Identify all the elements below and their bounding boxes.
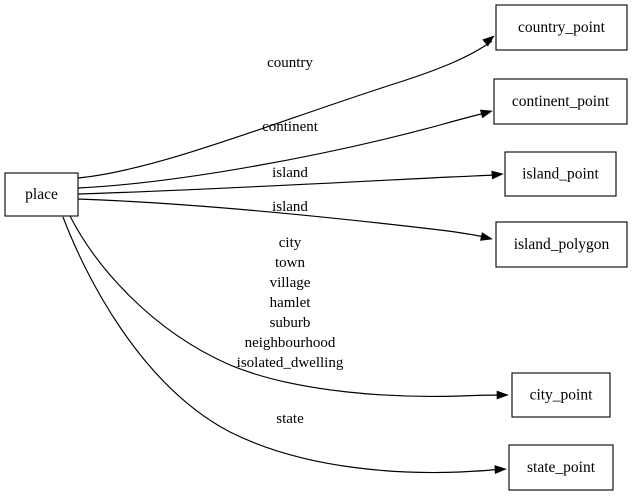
edge-label-island_polygon: island <box>272 199 308 215</box>
arrowhead-icon-country_point <box>482 35 495 47</box>
edge-label-text: village <box>270 275 311 291</box>
node-country_point-box[interactable] <box>495 4 628 51</box>
edge-place-to-state_point <box>62 216 507 475</box>
node-state_point[interactable]: state_point <box>508 444 614 491</box>
node-state_point-box[interactable] <box>508 444 614 491</box>
node-city_point[interactable]: city_point <box>511 372 611 418</box>
node-place[interactable]: place <box>4 172 79 217</box>
edge-place-to-country_point <box>77 35 495 179</box>
arrowhead-icon-island_point <box>491 170 504 180</box>
edge-label-text: city <box>279 235 302 251</box>
edge-label-island_point: island <box>272 165 308 181</box>
edge-place-to-island_polygon <box>77 198 493 241</box>
edge-label-text: isolated_dwelling <box>237 355 344 371</box>
node-state_point-label: state_point <box>527 459 596 476</box>
edge-label-text: island <box>272 165 308 181</box>
edge-label-text: hamlet <box>270 295 312 311</box>
arrowhead-icon-state_point <box>494 465 507 475</box>
edges-layer <box>62 35 509 475</box>
edge-label-continent_point: continent <box>262 119 319 135</box>
arrowhead-icon-island_polygon <box>479 232 493 241</box>
edge-label-country_point: country <box>267 55 313 71</box>
edge-labels-layer: country continent island island city town vill… <box>237 55 344 427</box>
edge-line-city_point <box>69 215 506 398</box>
edge-line-island_polygon <box>77 198 490 239</box>
node-country_point-label: country_point <box>518 19 606 36</box>
node-place-label: place <box>25 186 58 203</box>
edge-label-text: country <box>267 55 313 71</box>
node-country_point[interactable]: country_point <box>495 4 628 51</box>
arrowhead-icon-city_point <box>496 390 509 400</box>
nodes-layer: place country_point continent_point island_… <box>4 4 628 491</box>
node-city_point-box[interactable] <box>511 372 611 418</box>
edge-place-to-continent_point <box>77 109 493 189</box>
edge-line-state_point <box>62 216 503 474</box>
node-place-box[interactable] <box>4 172 79 217</box>
edge-line-continent_point <box>77 111 491 189</box>
edge-line-country_point <box>77 40 493 179</box>
edge-label-state_point: state <box>276 411 304 427</box>
edge-place-to-city_point <box>69 215 509 400</box>
node-continent_point-box[interactable] <box>493 78 628 125</box>
edge-label-text: state <box>276 411 304 427</box>
arrowhead-icon-continent_point <box>479 109 493 119</box>
edge-line-island_point <box>77 174 501 195</box>
node-island_polygon-label: island_polygon <box>514 236 610 253</box>
edge-place-to-island_point <box>77 170 504 195</box>
edge-label-text: town <box>275 255 306 271</box>
edge-label-city_point: city town village hamlet suburb neighbourhood… <box>237 235 344 371</box>
node-continent_point-label: continent_point <box>512 93 610 110</box>
node-continent_point[interactable]: continent_point <box>493 78 628 125</box>
node-island_point-label: island_point <box>522 166 599 183</box>
edge-label-text: island <box>272 199 308 215</box>
edge-label-text: continent <box>262 119 319 135</box>
node-island_polygon-box[interactable] <box>495 221 628 268</box>
edge-label-text: suburb <box>270 315 311 331</box>
node-island_polygon[interactable]: island_polygon <box>495 221 628 268</box>
edge-label-text: neighbourhood <box>245 335 336 351</box>
node-island_point-box[interactable] <box>504 151 617 197</box>
node-island_point[interactable]: island_point <box>504 151 617 197</box>
node-city_point-label: city_point <box>530 387 594 404</box>
